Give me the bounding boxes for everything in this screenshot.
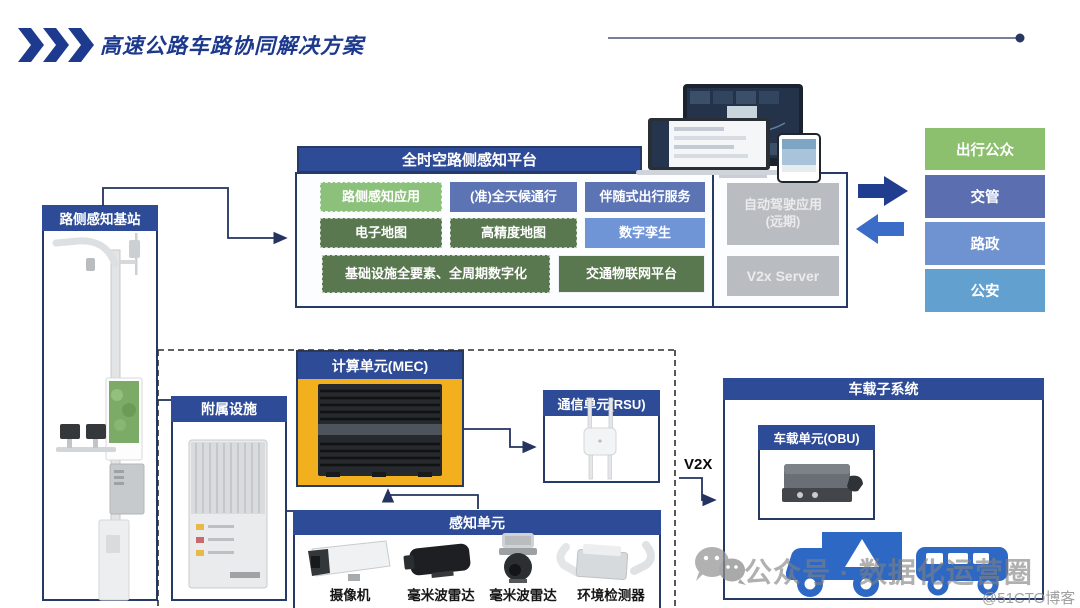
app-electronic-map: 电子地图	[320, 218, 442, 248]
auxiliary-facilities-box	[171, 396, 287, 601]
header-rule-dot	[1015, 33, 1025, 43]
app-digital-twin: 数字孪生	[585, 218, 705, 248]
triple-chevron-right-icon	[18, 28, 94, 62]
sensor-label-mmwave-radar-2: 毫米波雷达	[489, 588, 557, 603]
watermark-credit: @51CTO博客	[982, 590, 1076, 607]
v2x-server-box: V2x Server	[727, 256, 839, 296]
arrow-right-icon	[858, 176, 908, 206]
vehicle-subsystem-title-bar: 车载子系统	[723, 378, 1044, 400]
stakeholder-road-administration: 路政	[925, 222, 1045, 265]
roadside-station-title-bar: 路侧感知基站	[42, 205, 158, 231]
sensor-label-env-detector: 环境检测器	[577, 588, 645, 603]
arrow-left-icon	[856, 214, 904, 244]
page-title: 高速公路车路协同解决方案	[100, 35, 364, 58]
header-rule	[608, 33, 1025, 43]
stakeholder-traffic-management: 交管	[925, 175, 1045, 218]
app-hd-map: 高精度地图	[450, 218, 577, 248]
app-companion-travel-service: 伴随式出行服务	[585, 182, 705, 212]
app-roadside-perception: 路侧感知应用	[320, 182, 442, 212]
mec-title-bar: 计算单元(MEC)	[298, 352, 462, 379]
obu-title-bar: 车载单元(OBU)	[758, 425, 875, 450]
dashboard-screens-photo	[636, 84, 821, 183]
platform-title-bar: 全时空路侧感知平台	[297, 146, 642, 173]
v2x-link-label: V2X	[684, 456, 713, 473]
roadside-station-box	[42, 205, 158, 601]
rsu-title-bar: 通信单元(RSU)	[543, 390, 660, 416]
watermark-text: 公众号 · 数据化运营圈	[744, 557, 1033, 588]
platform-divider	[712, 172, 714, 308]
sensor-label-camera: 摄像机	[329, 588, 371, 603]
app-all-weather-passage: (准)全天候通行	[450, 182, 577, 212]
stakeholder-public-security: 公安	[925, 269, 1045, 312]
mec-body	[298, 379, 462, 485]
sensor-label-mmwave-radar-1: 毫米波雷达	[407, 588, 475, 603]
auto-driving-line1: 自动驾驶应用	[743, 197, 822, 213]
app-traffic-iot-platform: 交通物联网平台	[558, 255, 705, 293]
sensing-unit-title-bar: 感知单元	[293, 510, 661, 535]
app-infrastructure-digitalization: 基础设施全要素、全周期数字化	[322, 255, 550, 293]
stakeholder-public-travelers: 出行公众	[925, 128, 1045, 170]
auxiliary-facilities-title-bar: 附属设施	[171, 396, 287, 422]
auto-driving-app-box: 自动驾驶应用 (远期)	[727, 183, 839, 245]
auto-driving-line2: (远期)	[765, 214, 801, 229]
mec-unit-box: 计算单元(MEC)	[296, 350, 464, 487]
